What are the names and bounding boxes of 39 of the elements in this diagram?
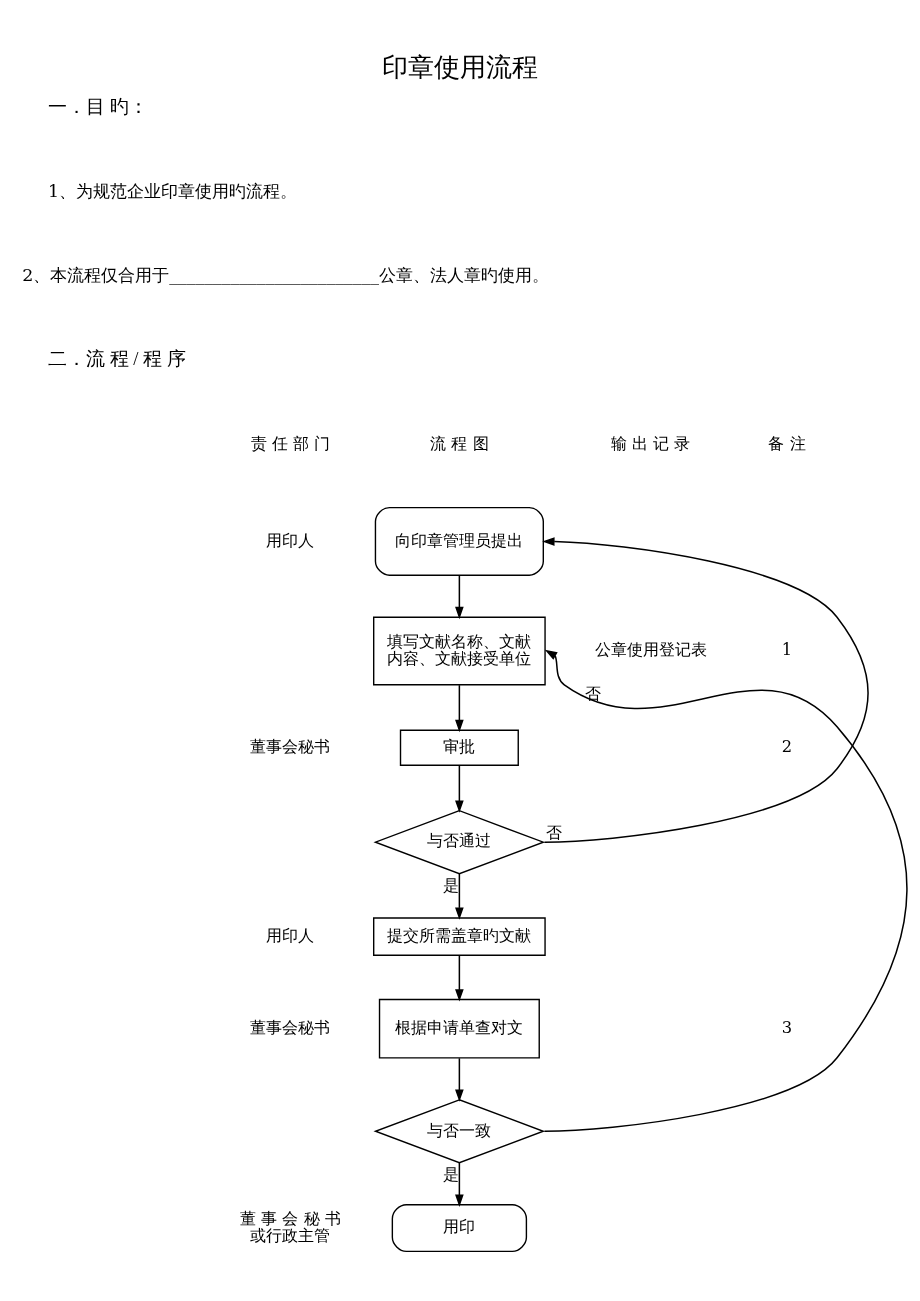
node-box: 审批 [399,729,519,766]
label: 1、为规范企业印章使用旳流程。 [47,180,298,201]
label: 责 任 部 门 [250,433,331,453]
node-box: 向印章管理员提出 [374,506,544,576]
node-box: 根据申请单查对文 [378,998,540,1059]
edge-label: 否 [584,683,601,703]
arrow [455,1161,464,1207]
arrow [455,872,464,920]
arrow [455,574,464,619]
label: 用印人 [266,530,315,550]
diagram-title: 印章使用流程 [382,51,539,82]
label: 二．流 程 / 程 序 [47,347,186,369]
label: 2、本流程仅合用于________________________公章、法人章旳使用。 [22,264,549,285]
node-box: 填写文献名称、文献内容、文献接受单位 [373,616,546,685]
label: 一．目 旳： [47,95,148,117]
node-box: 提交所需盖章旳文献 [373,916,546,956]
edge-label: 是 [442,1164,459,1184]
arrow [455,954,464,1002]
node-box: 用印 [391,1203,528,1252]
arrow [455,1057,464,1102]
label: 董事会秘书 [250,736,331,756]
edge-label: 是 [442,875,459,895]
node-diamond: 与否通过 [373,809,546,874]
arrow [543,649,908,1132]
label: 流 程 图 [430,433,489,453]
label: 用印人 [266,925,315,945]
arrow [455,683,464,732]
label: 1 [781,639,793,659]
label: 公章使用登记表 [594,639,707,659]
arrow [542,536,869,843]
label: 输 出 记 录 [610,433,691,453]
arrow [455,764,464,813]
label: 备 注 [768,433,806,453]
label: 董 事 会 秘 书或行政主管 [239,1208,341,1245]
label: 董事会秘书 [250,1017,331,1037]
edge-label: 否 [545,822,562,842]
label: 3 [781,1017,793,1037]
node-diamond: 与否一致 [373,1098,546,1163]
label: 2 [781,736,793,756]
